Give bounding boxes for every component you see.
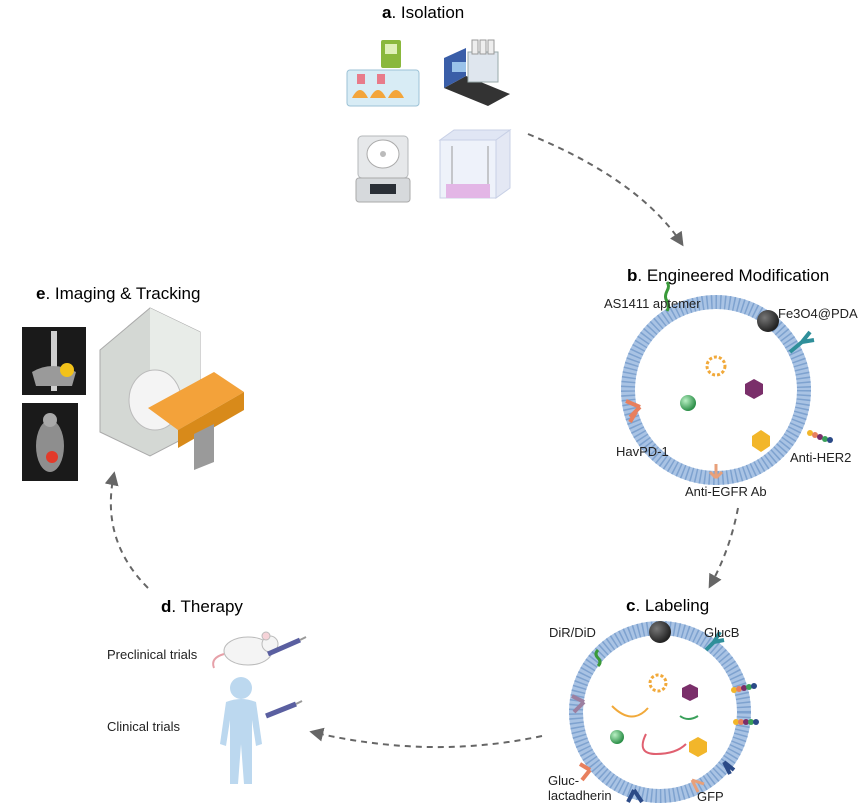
gold-nanoparticle-icon bbox=[689, 737, 707, 757]
label-clinical: Clinical trials bbox=[107, 719, 180, 734]
antibody-navy-icon bbox=[626, 760, 736, 804]
bead-chain-icon bbox=[731, 683, 759, 725]
antibody-purple-icon bbox=[571, 694, 586, 714]
panel-d-title: d. Therapy bbox=[161, 597, 243, 616]
arrow-a-to-b bbox=[527, 133, 684, 247]
arrow-b-to-c bbox=[708, 507, 739, 589]
green-sphere-icon bbox=[610, 730, 624, 744]
dark-particle-icon bbox=[649, 621, 671, 643]
panel-c-title: c. Labeling bbox=[626, 596, 709, 615]
label-anti-her2: Anti-HER2 bbox=[790, 450, 851, 465]
gluc-lactadherin-icon bbox=[578, 762, 592, 782]
human-figure-icon bbox=[220, 677, 262, 784]
label-gluc: Gluc- bbox=[548, 773, 579, 788]
incubator-flasks-icon bbox=[346, 40, 420, 107]
arrow-d-to-e bbox=[104, 471, 149, 589]
syringe-icon bbox=[265, 700, 303, 719]
gfp-icon bbox=[690, 778, 705, 793]
antibody-teal-icon bbox=[788, 330, 815, 354]
antibody-havpd1-icon bbox=[625, 399, 642, 424]
label-fe3o4: Fe3O4@PDA bbox=[778, 306, 858, 321]
hexagon-cargo-icon bbox=[682, 684, 698, 701]
rna-strand-icon bbox=[641, 733, 687, 756]
fe3o4-pda-particle-icon bbox=[757, 310, 779, 332]
panel-a-title: a. Isolation bbox=[382, 3, 464, 22]
mouse-icon bbox=[212, 631, 279, 669]
xray-mouse-image bbox=[22, 403, 78, 481]
xray-spine-image bbox=[22, 327, 86, 395]
gold-nanoparticle-icon bbox=[752, 430, 770, 452]
centrifuge-icon bbox=[355, 135, 411, 203]
filtration-chamber-icon bbox=[438, 129, 512, 199]
green-sphere-icon bbox=[680, 395, 696, 411]
syringe-icon bbox=[266, 636, 307, 657]
label-dir-did: DiR/DiD bbox=[549, 625, 596, 640]
label-preclinical: Preclinical trials bbox=[107, 647, 198, 662]
label-anti-egfr: Anti-EGFR Ab bbox=[685, 484, 767, 499]
hexagon-cargo-icon bbox=[745, 379, 763, 399]
ct-scanner-icon bbox=[99, 307, 244, 470]
glucb-antibody-icon bbox=[704, 630, 725, 652]
anti-her2-beads-icon bbox=[807, 430, 833, 443]
aptamer-icon bbox=[664, 281, 670, 312]
labeled-exosome bbox=[569, 621, 751, 803]
antibody-egfr-icon bbox=[708, 464, 724, 480]
arrow-c-to-d bbox=[309, 727, 543, 749]
label-gfp: GFP bbox=[697, 789, 724, 804]
panel-b-title: b. Engineered Modification bbox=[627, 266, 829, 285]
label-havpd1: HavPD-1 bbox=[616, 444, 669, 459]
plasmid-icon bbox=[705, 355, 727, 377]
analyzer-machine-icon bbox=[444, 39, 510, 106]
plasmid-icon bbox=[648, 673, 668, 693]
panel-e-title: e. Imaging & Tracking bbox=[36, 284, 200, 303]
label-lactadherin: lactadherin bbox=[548, 788, 612, 803]
label-aptamer: AS1411 aptemer bbox=[604, 296, 701, 311]
rna-strand-icon bbox=[611, 705, 649, 718]
dir-did-dye-icon bbox=[594, 648, 602, 668]
label-glucb: GlucB bbox=[704, 625, 739, 640]
rna-strand-icon bbox=[679, 715, 699, 720]
